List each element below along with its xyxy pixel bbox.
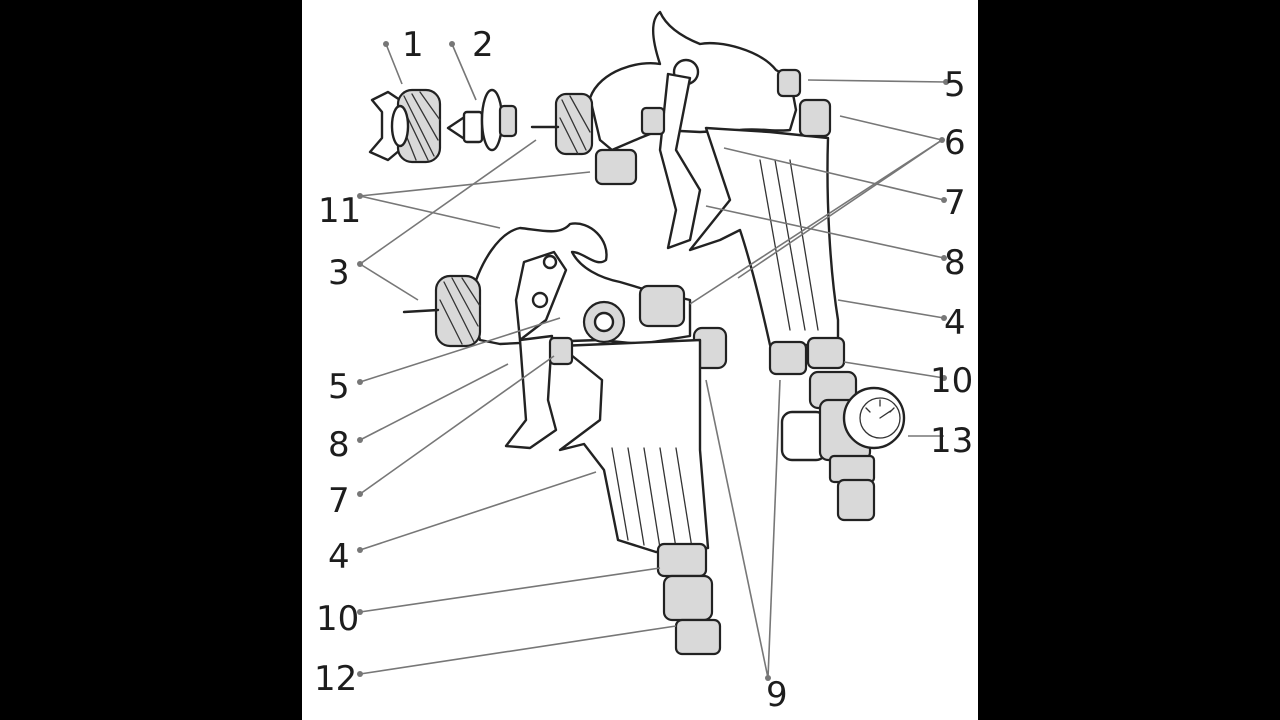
leader-lines xyxy=(359,43,947,679)
callout-numbers: 1 2 5 6 7 11 8 3 4 10 5 13 8 7 4 10 12 9 xyxy=(314,25,973,715)
lower-spray-gun-illustration xyxy=(402,222,728,656)
callout-12: 12 xyxy=(314,659,357,699)
callout-8-upper: 8 xyxy=(944,243,966,283)
fluid-nozzle-illustration xyxy=(446,88,518,152)
callout-5-lower: 5 xyxy=(328,367,350,407)
callout-5-upper: 5 xyxy=(944,65,966,105)
callout-13: 13 xyxy=(930,421,973,461)
callout-8-lower: 8 xyxy=(328,425,350,465)
leader-dots xyxy=(357,41,949,681)
callout-10-upper: 10 xyxy=(930,361,973,401)
callout-9: 9 xyxy=(766,675,788,715)
pressure-regulator-illustration xyxy=(780,370,906,522)
callout-4-lower: 4 xyxy=(328,537,350,577)
callout-10-lower: 10 xyxy=(316,599,359,639)
upper-spray-gun-illustration xyxy=(530,10,846,376)
callout-4-upper: 4 xyxy=(944,303,966,343)
callout-2: 2 xyxy=(472,25,494,65)
callout-3: 3 xyxy=(328,253,350,293)
callout-7-lower: 7 xyxy=(328,481,350,521)
air-cap-illustration xyxy=(368,88,442,164)
callout-7-upper: 7 xyxy=(944,183,966,223)
callout-1: 1 xyxy=(402,25,424,65)
callout-11: 11 xyxy=(318,191,361,231)
callout-6: 6 xyxy=(944,123,966,163)
